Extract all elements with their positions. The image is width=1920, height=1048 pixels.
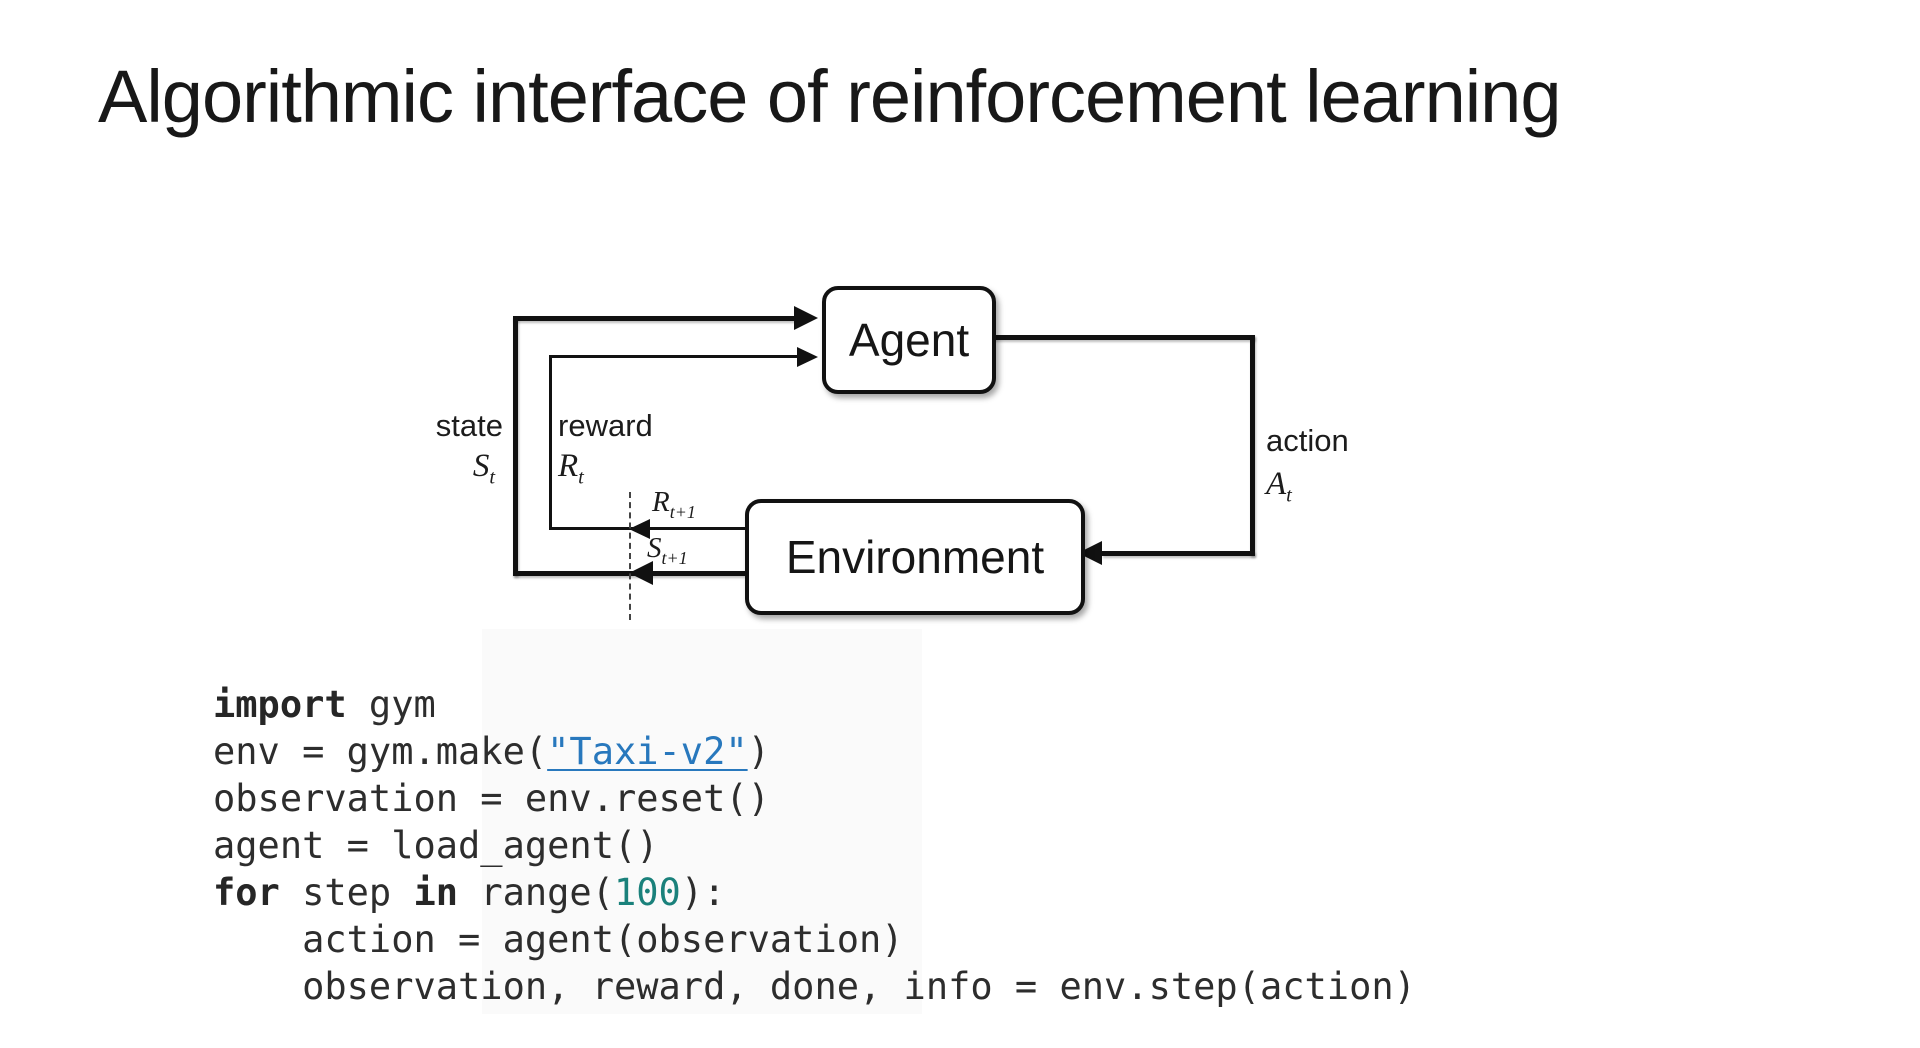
environment-box: Environment: [745, 499, 1085, 615]
next-state-subscript: t+1: [661, 547, 688, 568]
reward-symbol-letter: R: [558, 448, 579, 484]
action-label: action: [1266, 423, 1349, 458]
code-keyword: for: [213, 871, 280, 914]
code-line-1: import gym: [213, 681, 1416, 728]
code-text: range(: [458, 871, 614, 914]
code-keyword: in: [413, 871, 459, 914]
code-text: observation = env.reset(): [213, 777, 770, 820]
state-line-left: [513, 316, 518, 576]
code-text: action = agent(observation): [213, 918, 904, 961]
next-state-arrowhead: [629, 561, 653, 585]
next-reward-symbol: Rt+1: [652, 486, 696, 522]
reward-label: reward: [558, 408, 653, 443]
state-symbol-letter: S: [472, 448, 490, 484]
code-text: ):: [680, 871, 726, 914]
taxi-v2-link[interactable]: "Taxi-v2": [547, 730, 748, 773]
reward-line-top: [549, 355, 800, 358]
code-line-6: action = agent(observation): [213, 916, 1416, 963]
action-symbol-subscript: t: [1286, 484, 1292, 507]
state-symbol: St: [415, 448, 495, 488]
code-line-3: observation = env.reset(): [213, 775, 1416, 822]
agent-label: Agent: [848, 314, 970, 366]
code-number: 100: [613, 871, 681, 914]
environment-label: Environment: [785, 531, 1045, 583]
code-backdrop: [482, 629, 922, 1014]
next-state-letter: S: [647, 532, 662, 564]
timestep-dashed-line: [629, 492, 631, 620]
code-line-7: observation, reward, done, info = env.st…: [213, 963, 1416, 1010]
state-line-top: [513, 316, 800, 321]
agent-box: Agent: [822, 286, 996, 394]
action-symbol: At: [1266, 466, 1292, 506]
action-line-bottom: [1102, 551, 1255, 556]
code-line-2: env = gym.make("Taxi-v2"): [213, 728, 1416, 775]
reward-line-left: [549, 355, 552, 530]
action-symbol-letter: A: [1266, 466, 1287, 502]
next-reward-subscript: t+1: [669, 501, 696, 522]
code-line-5: for step in range(100):: [213, 869, 1416, 916]
next-state-symbol: St+1: [647, 532, 688, 568]
code-text: step: [279, 871, 414, 914]
reward-symbol: Rt: [558, 448, 584, 488]
code-text: gym: [346, 683, 436, 726]
reward-symbol-subscript: t: [578, 466, 584, 489]
code-text: env = gym.make(: [213, 730, 548, 773]
state-label: state: [435, 408, 503, 443]
code-line-4: agent = load_agent(): [213, 822, 1416, 869]
action-line-right: [1250, 335, 1255, 556]
state-symbol-subscript: t: [489, 466, 495, 489]
code-text: agent = load_agent(): [213, 824, 659, 867]
code-text: observation, reward, done, info = env.st…: [213, 965, 1416, 1008]
code-text: ): [747, 730, 770, 773]
state-arrowhead-into-agent: [794, 306, 818, 330]
slide-title: Algorithmic interface of reinforcement l…: [98, 55, 1561, 138]
reward-arrowhead-into-agent: [797, 347, 818, 367]
action-line-top: [988, 335, 1255, 340]
code-block: import gym env = gym.make("Taxi-v2") obs…: [213, 681, 1416, 1010]
next-reward-arrowhead: [629, 519, 650, 539]
next-reward-letter: R: [652, 486, 670, 518]
code-keyword: import: [213, 683, 347, 726]
